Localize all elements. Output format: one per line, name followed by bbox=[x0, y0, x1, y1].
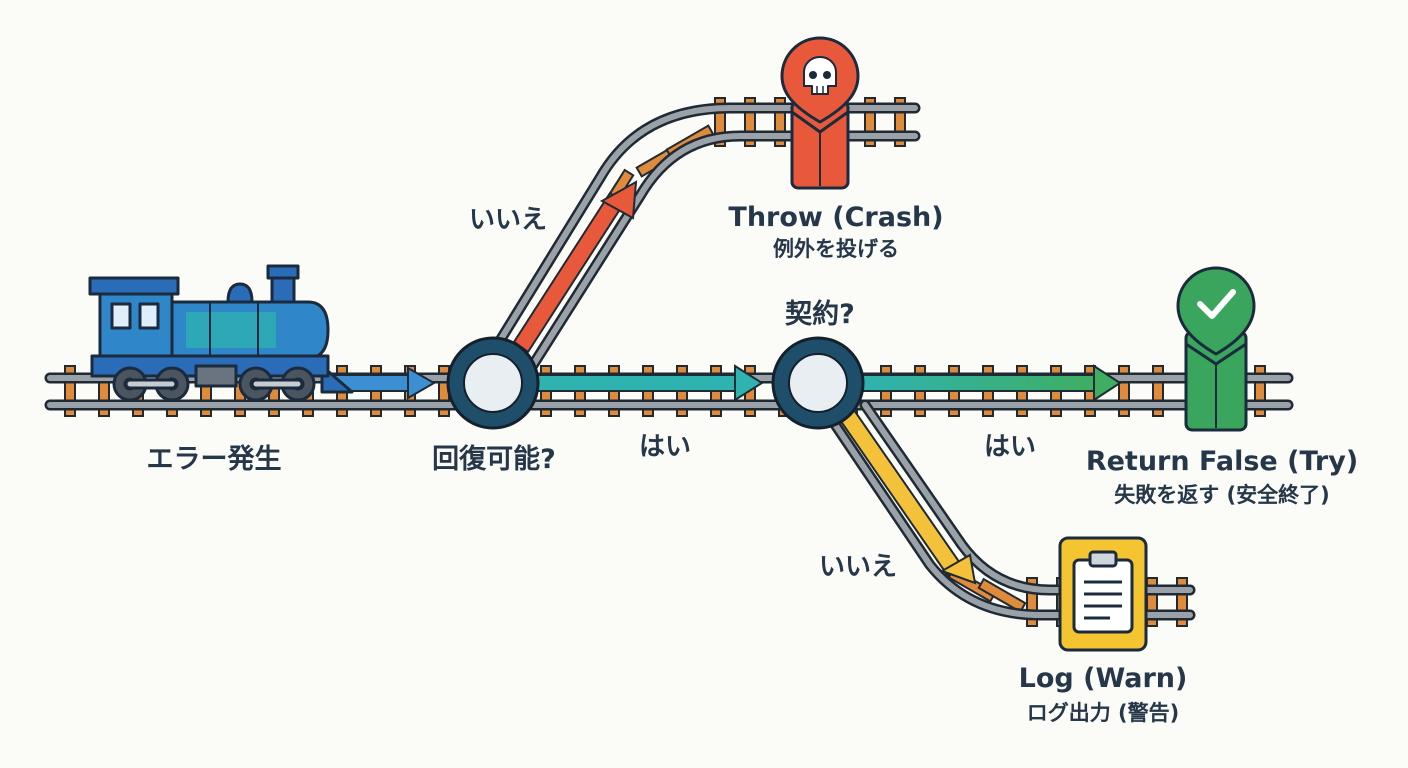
clipboard-icon bbox=[1072, 550, 1134, 634]
throw-marker bbox=[780, 36, 860, 190]
track-tie bbox=[774, 97, 786, 147]
track-tie bbox=[894, 97, 906, 147]
track-tie bbox=[744, 97, 756, 147]
track-tie bbox=[1026, 577, 1038, 627]
return-false-marker bbox=[1176, 266, 1256, 432]
return-false-title: Return False (Try) bbox=[1086, 446, 1358, 477]
track-tie bbox=[864, 97, 876, 147]
decision2-node bbox=[771, 336, 865, 430]
decision1-no-label: いいえ bbox=[469, 205, 547, 235]
decision1-yes-label: はい bbox=[639, 432, 691, 462]
throw-title: Throw (Crash) bbox=[728, 202, 943, 233]
check-icon bbox=[1197, 289, 1236, 319]
decision1-node bbox=[446, 336, 540, 430]
track-tie bbox=[1176, 577, 1188, 627]
steam-locomotive-icon bbox=[88, 264, 354, 402]
log-title: Log (Warn) bbox=[1019, 663, 1188, 694]
return-false-subtitle: 失敗を返す (安全終了) bbox=[1114, 483, 1330, 507]
decision2-yes-label: はい bbox=[984, 432, 1036, 462]
track-tie bbox=[1254, 365, 1266, 417]
start-label: エラー発生 bbox=[147, 444, 282, 475]
track-tie bbox=[1152, 365, 1164, 417]
decision1-label: 回復可能? bbox=[432, 443, 556, 475]
track-tie bbox=[714, 97, 726, 147]
track-tie bbox=[64, 365, 76, 417]
track-tie bbox=[977, 577, 1027, 614]
track-tie bbox=[1118, 365, 1130, 417]
throw-subtitle: 例外を投げる bbox=[773, 237, 899, 261]
log-subtitle: ログ出力 (警告) bbox=[1027, 701, 1180, 725]
log-marker bbox=[1058, 536, 1148, 652]
decision2-label: 契約? bbox=[785, 298, 855, 330]
skull-icon bbox=[803, 56, 837, 95]
decision2-no-label: いいえ bbox=[819, 552, 897, 582]
